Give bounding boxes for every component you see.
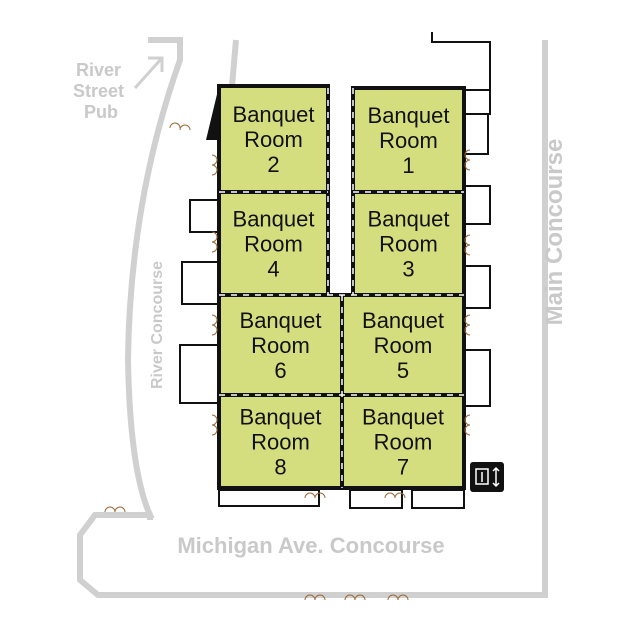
- michigan-concourse-label: Michigan Ave. Concourse: [177, 533, 444, 558]
- elevator-icon: [470, 462, 504, 492]
- wall-top-right: [431, 32, 491, 90]
- main-corridor-edge: [229, 39, 239, 87]
- arrow-icon: [133, 56, 164, 90]
- side-closets: [179, 86, 491, 509]
- river-concourse-path: [77, 37, 548, 598]
- river-street-pub-label: River Street Pub: [73, 60, 129, 122]
- river-concourse-label: River Concourse: [149, 261, 166, 389]
- room-area[interactable]: [340, 393, 466, 490]
- room-area[interactable]: [217, 190, 330, 297]
- room-area[interactable]: [217, 293, 344, 397]
- doors: [104, 122, 471, 601]
- room-area[interactable]: [351, 190, 466, 297]
- main-concourse-label: Main Concourse: [541, 139, 568, 326]
